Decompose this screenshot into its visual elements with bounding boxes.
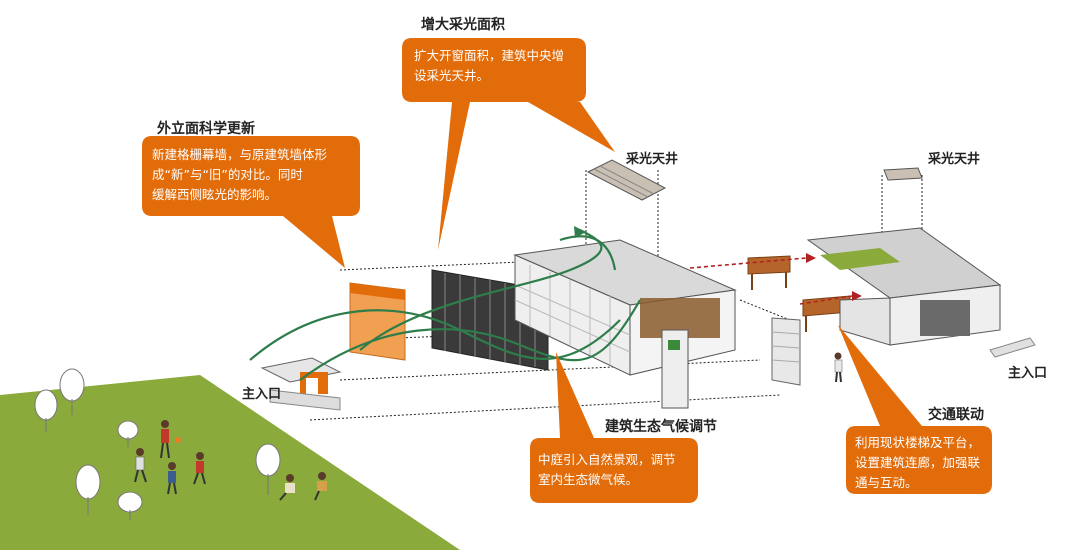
arrowhead-red-1 — [806, 253, 816, 263]
main-building — [513, 239, 737, 409]
callout-traffic-line-2: 设置建筑连廊，加强联 — [855, 455, 981, 470]
entrance-pavilion — [260, 357, 342, 411]
facade-layer-orange — [349, 282, 406, 361]
entrance-label-1: 主入口 — [242, 387, 282, 402]
people — [134, 420, 327, 501]
callout-facade-title: 外立面科学更新 — [157, 121, 255, 137]
person-right — [834, 352, 843, 383]
callout-facade-line-1: 新建格栅幕墙，与原建筑墙体形 — [152, 147, 328, 162]
callout-facade-text: 新建格栅幕墙，与原建筑墙体形 成“新”与“旧”的对比。同时 缓解西侧眩光的影响。 — [152, 145, 327, 205]
right-entrance-steps — [989, 337, 1036, 358]
skylight-label-2: 采光天井 — [928, 152, 981, 167]
ventilation-arrows — [249, 226, 641, 381]
trees — [34, 368, 281, 520]
connection-arrows — [689, 257, 853, 305]
arrowhead-red-2 — [852, 291, 862, 301]
callout-facade-bubble — [142, 136, 360, 268]
callout-traffic-text: 利用现状楼梯及平台， 设置建筑连廊，加强联 通与互动。 — [855, 433, 980, 493]
skylight-label-1: 采光天井 — [626, 152, 679, 167]
entrance-label-2: 主入口 — [1008, 366, 1048, 381]
callout-eco-line-2: 室内生态微气候。 — [538, 472, 639, 487]
callout-lighting-line-1: 扩大开窗面积，建筑中央增 — [414, 48, 565, 63]
skylight-1 — [586, 159, 667, 201]
callout-lighting-line-2: 设采光天井。 — [414, 68, 490, 83]
callout-traffic-line-3: 通与互动。 — [855, 475, 918, 490]
right-building — [806, 167, 1002, 346]
callout-lighting-title: 增大采光面积 — [421, 17, 505, 33]
callout-eco-text: 中庭引入自然景观，调节 室内生态微气候。 — [538, 450, 676, 490]
callout-traffic-line-1: 利用现状楼梯及平台， — [855, 435, 981, 450]
callout-lighting-bubble — [402, 38, 615, 250]
callout-facade-line-2: 成“新”与“旧”的对比。同时 — [152, 167, 303, 182]
stair-tower — [771, 317, 801, 386]
lawn — [0, 375, 460, 550]
callout-eco-title: 建筑生态气候调节 — [605, 419, 717, 435]
callout-lighting-text: 扩大开窗面积，建筑中央增 设采光天井。 — [414, 46, 564, 86]
callout-facade-line-3: 缓解西侧眩光的影响。 — [152, 187, 278, 202]
callout-traffic-bubble — [838, 325, 992, 494]
callout-eco-bubble — [530, 352, 698, 503]
callout-traffic-title: 交通联动 — [928, 407, 984, 423]
callout-eco-line-1: 中庭引入自然景观，调节 — [538, 452, 676, 467]
